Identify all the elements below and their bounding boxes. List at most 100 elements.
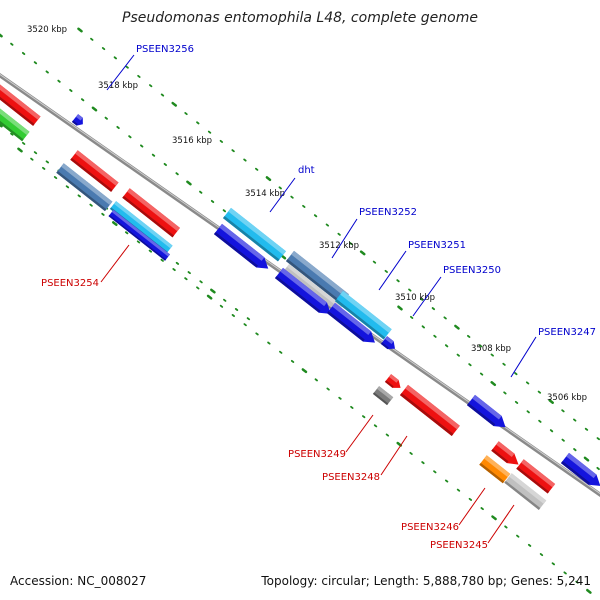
ring-dot-117 [101,47,106,51]
ring-dot-64 [234,307,239,312]
ring-dot-118 [113,56,118,60]
tick-label-1: 3518 kbp [98,81,138,91]
gene-feature-23[interactable] [504,473,547,510]
ring-dot-133 [290,195,294,199]
gene-label-pseen3246[interactable]: PSEEN3246 [401,522,459,533]
ring-dot-116 [90,37,94,41]
ring-dot-11 [128,135,132,139]
gene-feature-13[interactable] [274,267,331,314]
ring-dot-147 [454,324,460,330]
gene-label-pseen3247[interactable]: PSEEN3247 [538,327,596,338]
ring-dot-65 [246,317,251,321]
gene-feature-9[interactable] [213,223,269,269]
gene-label-pseen3256[interactable]: PSEEN3256 [136,44,194,55]
gene-feature-3[interactable] [70,150,119,192]
ring-dot-125 [196,121,200,125]
ring-dot-18 [210,199,215,204]
gene-feature-17[interactable] [372,386,394,406]
ring-dot-82 [206,294,213,300]
ring-dot-28 [421,325,425,329]
ring-dot-61 [199,280,203,284]
gene-label-pseen3248[interactable]: PSEEN3248 [322,472,380,483]
ring-dot-146 [443,316,447,320]
ring-dot-121 [148,84,153,88]
gene-feature-20[interactable] [491,441,519,465]
ring-dot-92 [326,387,330,391]
ring-dot-78 [160,258,164,262]
gene-label-pseen3250[interactable]: PSEEN3250 [443,265,501,276]
gene-feature-12[interactable] [334,290,392,340]
ring-dot-130 [255,167,259,171]
gene-feature-19[interactable] [466,394,506,428]
gene-feature-5[interactable] [122,188,180,238]
ring-dot-45 [10,132,14,136]
ring-dot-109 [527,543,532,547]
ring-dot-131 [265,176,272,182]
gene-feature-4[interactable] [56,163,113,212]
ring-dot-103 [456,488,461,492]
ring-dot-59 [175,261,180,265]
gene-feature-18[interactable] [399,384,460,436]
ring-dot-98 [396,441,403,447]
gene-feature-8[interactable] [222,207,286,262]
ring-dot-149 [478,344,483,348]
ring-dot-79 [172,268,176,272]
ring-dot-32 [468,363,472,367]
ring-dot-120 [137,74,141,78]
ring-dot-135 [313,214,318,218]
ring-dot-87 [267,341,271,345]
ring-dot-69 [53,176,58,180]
ring-dot-126 [207,130,212,134]
topology-text: Topology: circular; Length: 5,888,780 bp… [261,574,591,588]
gene-feature-24[interactable] [560,452,600,486]
ring-dot-16 [186,180,192,186]
ring-dot-43 [596,466,600,471]
ring-dot-34 [490,381,497,387]
ring-dot-74 [111,221,118,227]
gene-label-pseen3252[interactable]: PSEEN3252 [359,207,417,218]
ring-dot-112 [563,571,567,575]
gene-feature-1[interactable] [0,108,30,142]
gene-feature-10[interactable] [285,250,349,305]
ring-dot-76 [136,240,141,244]
ring-dot-4 [45,70,49,74]
gene-label-pseen3249[interactable]: PSEEN3249 [288,449,346,460]
gene-feature-2[interactable] [71,114,83,126]
ring-dot-77 [148,249,153,253]
ring-dot-91 [314,378,318,382]
ring-dot-72 [89,203,93,207]
ring-dot-102 [444,479,449,483]
gene-label-pseen3251[interactable]: PSEEN3251 [408,240,466,251]
ring-dot-129 [243,158,247,162]
ring-dot-108 [516,534,520,538]
ring-dot-40 [561,438,565,442]
ring-dot-75 [124,231,129,235]
ring-dot-127 [219,139,224,143]
gene-feature-22[interactable] [479,455,511,484]
ring-dot-115 [77,27,83,33]
gene-leader-line-1 [269,177,296,213]
gene-feature-21[interactable] [516,459,556,494]
gene-leader-line-5 [510,336,537,378]
ring-dot-81 [196,286,200,290]
gene-leader-line-7 [345,414,374,453]
gene-label-dht[interactable]: dht [298,165,315,176]
ring-dot-29 [433,334,437,338]
tick-label-6: 3508 kbp [471,344,511,354]
ring-dot-145 [431,307,436,311]
ring-dot-97 [385,433,390,437]
gene-feature-14[interactable] [326,302,375,343]
ring-dot-6 [69,88,73,93]
gene-label-pseen3245[interactable]: PSEEN3245 [430,540,488,551]
gene-feature-0[interactable] [0,84,41,126]
gene-feature-15[interactable] [380,336,395,350]
ring-dot-73 [101,212,105,216]
ring-dot-66 [17,147,23,153]
gene-feature-7[interactable] [108,209,170,261]
gene-feature-16[interactable] [384,374,401,388]
gene-label-pseen3254[interactable]: PSEEN3254 [41,278,99,289]
ring-dot-86 [255,332,259,336]
tick-label-3: 3514 kbp [245,189,285,199]
gene-leader-line-0 [106,54,135,91]
